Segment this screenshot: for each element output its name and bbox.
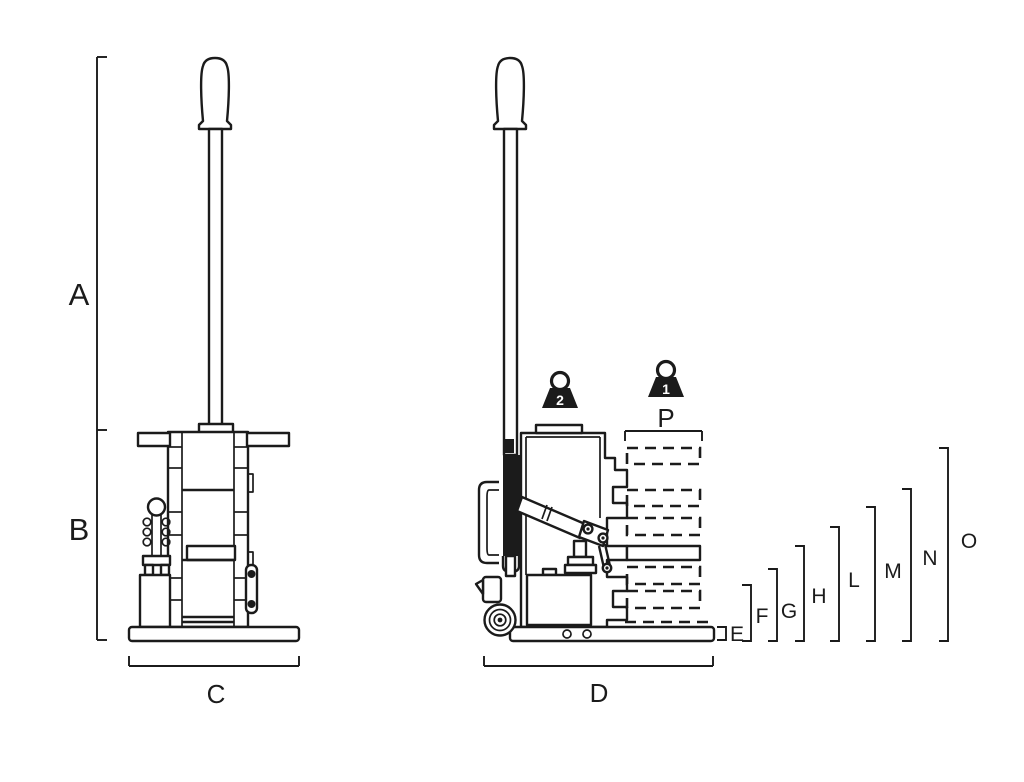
front-view (127, 56, 301, 643)
dim-label-h: H (811, 585, 826, 608)
dim-label-g: G (781, 600, 797, 623)
side-handle-rod (502, 127, 519, 457)
front-body (166, 430, 250, 629)
dim-label-e: E (730, 623, 744, 646)
side-toe-solid (625, 544, 702, 562)
dimension-annotations: A B C D P E F (69, 56, 977, 709)
front-handle-rod (207, 127, 224, 427)
dim-bracket-n (902, 488, 912, 642)
side-pump-lever (515, 495, 613, 575)
side-release-valve (474, 575, 503, 604)
dim-label-m: M (884, 560, 902, 583)
load-marker-2-value: 2 (556, 392, 564, 408)
side-base-plate (508, 625, 716, 643)
weight-icon (549, 370, 571, 392)
weight-icon (655, 359, 677, 381)
side-top-cap (534, 423, 584, 435)
dim-label-l: L (848, 569, 860, 592)
dim-bracket-l (830, 526, 840, 642)
side-handle-grip (492, 56, 528, 131)
dim-bracket-g (768, 568, 778, 642)
dim-bracket-p (624, 430, 703, 441)
dim-label-d: D (590, 678, 609, 708)
side-toe-positions-dashed (625, 446, 712, 624)
front-pump-assembly (138, 497, 172, 629)
dim-label-a: A (69, 277, 90, 312)
side-wheel (483, 603, 517, 637)
dim-bracket-d (483, 656, 714, 667)
side-hydraulic-cylinder (501, 455, 521, 578)
dim-bracket-c (128, 656, 300, 667)
side-view (474, 56, 716, 643)
dim-label-f: F (756, 605, 769, 628)
dim-label-b: B (69, 512, 90, 547)
dim-bracket-a-b (96, 56, 107, 641)
side-pump-box (525, 567, 593, 627)
dim-bracket-e (717, 626, 727, 641)
side-rod-clamp (504, 439, 514, 453)
front-crossbar-right (245, 431, 291, 448)
side-carry-handle (477, 480, 499, 565)
front-handle-grip (197, 56, 233, 131)
load-marker-2: 2 (542, 370, 578, 408)
front-base-plate (127, 625, 301, 643)
front-crossbar-left (136, 431, 172, 448)
front-pump-cylinder (138, 573, 172, 629)
dim-bracket-m (866, 506, 876, 642)
front-toe-plate (185, 544, 237, 562)
load-marker-1: 1 (648, 359, 684, 397)
dim-label-p: P (657, 403, 674, 433)
dim-label-n: N (922, 547, 937, 570)
dim-label-o: O (961, 530, 977, 553)
dim-bracket-h (795, 545, 805, 642)
dim-bracket-o (939, 447, 949, 642)
dim-bracket-f (742, 584, 752, 642)
front-pump-knob (146, 497, 167, 517)
front-wheel-tab (244, 563, 259, 615)
dim-label-c: C (207, 679, 226, 709)
load-marker-1-value: 1 (662, 381, 670, 397)
